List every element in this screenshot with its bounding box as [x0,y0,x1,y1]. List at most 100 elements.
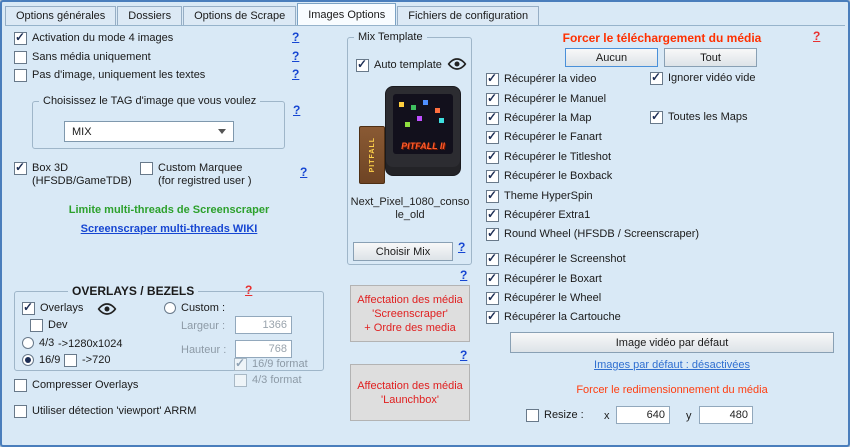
help-custom-marquee-link[interactable]: ? [300,165,308,179]
checkbox[interactable] [14,161,27,175]
checkbox[interactable] [526,409,539,422]
help-overlays-link[interactable]: ? [245,283,253,297]
help-sans-media-link[interactable]: ? [292,49,300,63]
media-checkbox-row[interactable]: Récupérer le Boxart [486,269,626,288]
help-tag-link[interactable]: ? [293,103,301,117]
tab-fichiers-configuration[interactable]: Fichiers de configuration [397,6,540,25]
checkbox[interactable] [356,58,369,72]
media-checkbox-row[interactable]: Récupérer le Fanart [486,128,699,147]
compresser-overlays-checkbox[interactable]: Compresser Overlays [14,379,138,392]
tab-options-generales[interactable]: Options générales [5,6,117,25]
checkbox[interactable] [234,374,247,387]
affectation-screenscraper-button[interactable]: Affectation des média 'Screenscraper' + … [350,285,470,342]
overlays-group-title: OVERLAYS / BEZELS [68,284,199,298]
checkbox[interactable] [486,252,499,267]
toutes-les-maps-checkbox[interactable]: Toutes les Maps [650,110,747,124]
checkbox[interactable] [486,111,499,125]
help-pas-image-link[interactable]: ? [292,67,300,81]
checkbox[interactable] [14,405,27,418]
tab-images-options[interactable]: Images Options [297,3,397,25]
radio-label: 16/9 [39,354,61,366]
help-force-download-link[interactable]: ? [813,29,821,43]
ratio-43-radio[interactable]: 4/3 [22,337,54,350]
eye-icon[interactable] [447,58,467,70]
checkbox[interactable] [650,71,663,85]
res-720-checkbox[interactable]: ->720 [64,354,110,367]
checkbox[interactable] [14,379,27,392]
ratio-169-radio[interactable]: 16/9 [22,354,60,367]
auto-template-checkbox[interactable]: Auto template [356,58,442,72]
resize-x-field[interactable]: 640 [616,406,670,424]
format-169-checkbox[interactable]: 16/9 format [234,357,308,371]
checkbox[interactable] [486,227,499,242]
tab-dossiers[interactable]: Dossiers [117,6,183,25]
custom-size-radio[interactable]: Custom : [164,302,225,315]
affectation-launchbox-button[interactable]: Affectation des média 'Launchbox' [350,364,470,421]
chevron-down-icon [218,129,226,134]
checkbox[interactable] [650,110,663,124]
image-video-defaut-button[interactable]: Image vidéo par défaut [510,332,834,353]
checkbox[interactable] [486,291,499,305]
checkbox[interactable] [486,72,499,87]
eye-icon[interactable] [97,303,117,315]
checkbox[interactable] [486,189,499,203]
hauteur-field[interactable]: 768 [235,340,292,358]
media-checkbox-row[interactable]: Récupérer la Cartouche [486,308,626,327]
checkbox[interactable] [486,169,499,184]
media-checkbox-row[interactable]: Récupérer le Manuel [486,89,699,108]
checkbox[interactable] [486,272,499,286]
format-43-checkbox[interactable]: 4/3 format [234,374,302,387]
radio[interactable] [164,302,176,314]
aucun-button[interactable]: Aucun [565,48,658,67]
checkbox[interactable] [486,130,499,145]
mode-4-images-checkbox[interactable]: Activation du mode 4 images [14,31,173,45]
tag-select[interactable]: MIX [64,121,234,142]
checkbox[interactable] [486,310,499,325]
checkbox-label: Auto template [374,59,442,71]
media-checkbox-row[interactable]: Récupérer le Titleshot [486,148,699,167]
checkbox[interactable] [30,319,43,332]
sans-media-checkbox[interactable]: Sans média uniquement [14,51,151,64]
choisir-mix-button[interactable]: Choisir Mix [353,242,453,261]
media-checkbox-row[interactable]: Récupérer le Wheel [486,289,626,308]
checkbox[interactable] [486,150,499,164]
custom-marquee-checkbox[interactable]: Custom Marquee (for registred user ) [140,162,252,188]
viewport-arrm-checkbox[interactable]: Utiliser détection 'viewport' ARRM [14,405,196,418]
help-launchbox-media-link[interactable]: ? [460,348,468,362]
checkbox[interactable] [14,69,27,82]
media-checkbox-row[interactable]: Récupérer le Boxback [486,167,699,186]
media-checkbox-row[interactable]: Récupérer Extra1 [486,206,699,225]
media-checkbox-row[interactable]: Round Wheel (HFSDB / Screenscraper) [486,225,699,244]
checkbox[interactable] [14,31,27,45]
checkbox-label: Sans média uniquement [32,51,151,63]
media-checkbox-row[interactable]: Récupérer la Map [486,109,699,128]
media-checkbox-row[interactable]: Récupérer la video [486,70,699,89]
checkbox-label: 16/9 format [252,358,308,370]
checkbox[interactable] [234,357,247,371]
overlays-checkbox[interactable]: Overlays [22,301,83,315]
tab-options-de-scrape[interactable]: Options de Scrape [183,6,297,25]
ignorer-video-vide-checkbox[interactable]: Ignorer vidéo vide [650,71,755,85]
checkbox[interactable] [140,162,153,175]
dev-checkbox[interactable]: Dev [30,319,68,332]
tout-button[interactable]: Tout [664,48,757,67]
media-checkbox-row[interactable]: Récupérer le Screenshot [486,250,626,269]
largeur-field[interactable]: 1366 [235,316,292,334]
checkbox[interactable] [64,354,77,367]
pas-image-checkbox[interactable]: Pas d'image, uniquement les textes [14,69,205,82]
help-screenscraper-media-link[interactable]: ? [460,268,468,282]
resize-y-field[interactable]: 480 [699,406,753,424]
resize-checkbox[interactable]: Resize : [526,409,584,422]
box3d-checkbox[interactable]: Box 3D (HFSDB/GameTDB) [14,161,132,188]
radio[interactable] [22,337,34,349]
screenscraper-wiki-link[interactable]: Screenscraper multi-threads WIKI [80,223,258,235]
radio[interactable] [22,354,34,366]
checkbox[interactable] [486,92,499,106]
checkbox[interactable] [486,208,499,222]
help-mode4-link[interactable]: ? [292,30,300,44]
media-checkbox-row[interactable]: Theme HyperSpin [486,186,699,205]
images-par-defaut-link[interactable]: Images par défaut : désactivées [594,359,750,371]
checkbox[interactable] [14,51,27,64]
checkbox[interactable] [22,301,35,315]
help-choisir-mix-link[interactable]: ? [458,240,466,254]
